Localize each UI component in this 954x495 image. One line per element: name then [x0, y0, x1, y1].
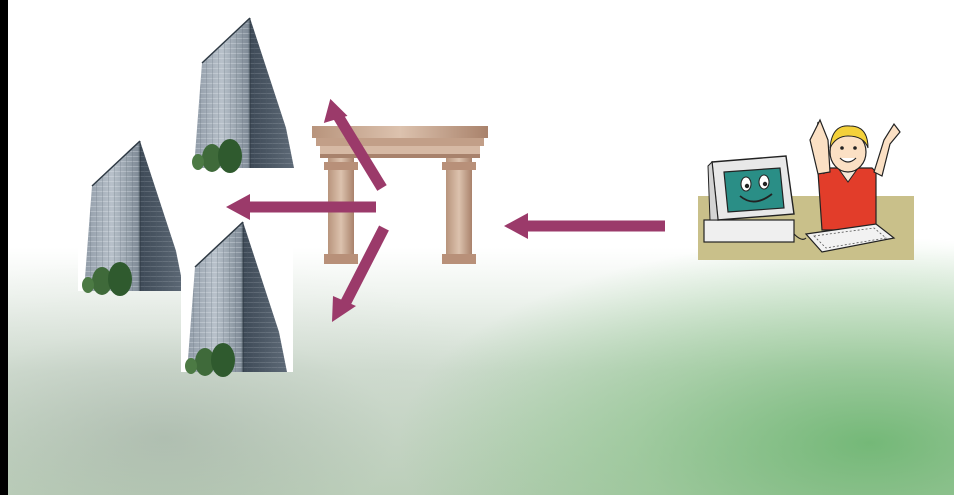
building-top-icon	[188, 18, 300, 173]
arrow-user-to-gateway	[504, 213, 665, 239]
building-left-icon	[78, 141, 190, 296]
slide-left-border	[0, 0, 8, 495]
happy-computer-user-icon	[698, 120, 914, 260]
diagram-canvas	[8, 0, 954, 495]
diagram-slide	[8, 0, 954, 495]
gateway-arch-icon	[312, 126, 488, 264]
building-bottom-icon	[181, 222, 293, 377]
